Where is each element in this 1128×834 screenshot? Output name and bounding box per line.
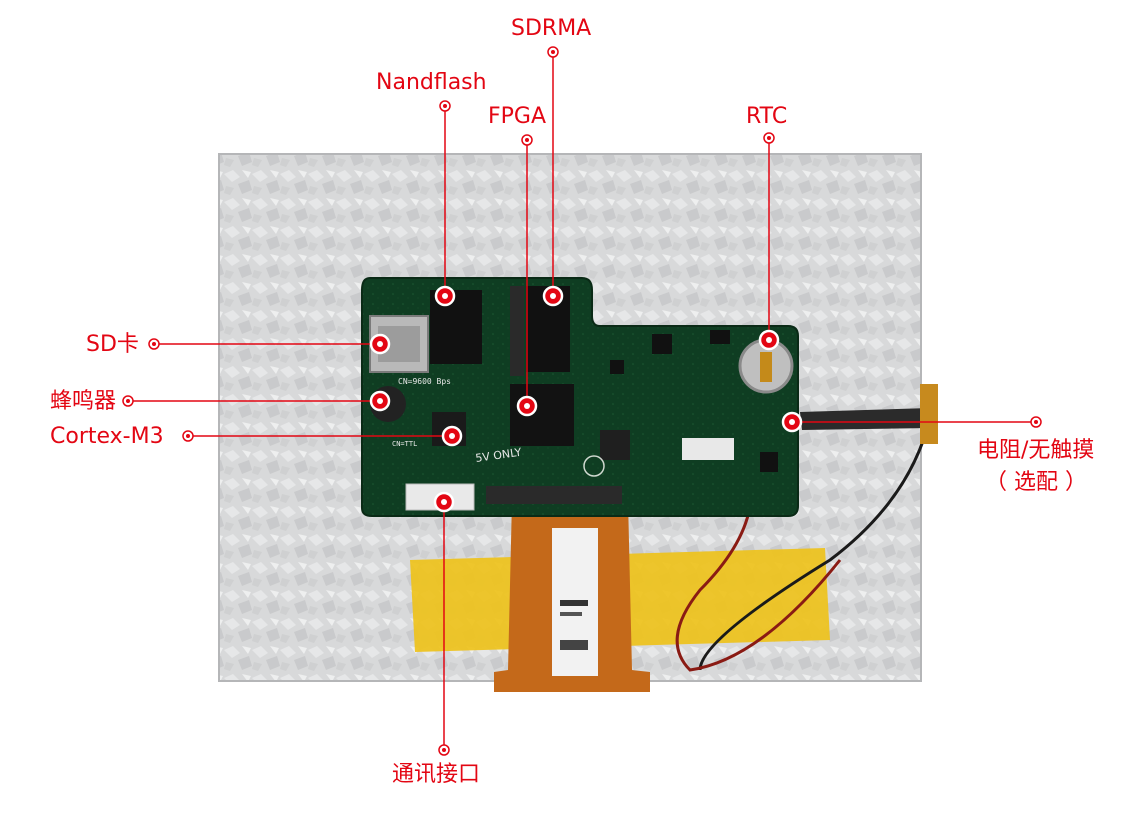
touch-ribbon (800, 408, 932, 430)
label-rtc: RTC (746, 104, 788, 129)
marker-rtc-target (758, 329, 780, 351)
marker-cortex-target (441, 425, 463, 447)
marker-sdrma-target (542, 285, 564, 307)
touch-wire-black (698, 417, 932, 671)
label-buzzer: 蜂鸣器 (50, 389, 117, 414)
touch-connector (920, 384, 938, 444)
label-nandflash: Nandflash (376, 70, 487, 95)
white-connector (682, 438, 734, 460)
label-touch-line1: 电阻/无触摸 (977, 438, 1095, 463)
silk-5v: 5V ONLY (475, 446, 523, 465)
label-fpga: FPGA (488, 104, 547, 129)
marker-sd-target (369, 333, 391, 355)
label-touch-line2: （ 选配 ） (985, 470, 1087, 495)
silk-ttl: CN=TTL (392, 440, 417, 448)
callout-lines (128, 52, 1036, 750)
marker-buzzer-target (369, 390, 391, 412)
label-comm-port: 通讯接口 (392, 762, 481, 787)
label-end-markers (122, 46, 1042, 756)
marker-comm-target (433, 491, 455, 513)
target-markers (369, 285, 803, 513)
label-cortex: Cortex-M3 (50, 424, 164, 449)
marker-touch-target (781, 411, 803, 433)
touch-wire-red (675, 454, 842, 672)
marker-nandflash-target (434, 285, 456, 307)
marker-fpga-target (516, 395, 538, 417)
silk-baud: CN=9600 Bps (398, 377, 451, 386)
fpga-chip (510, 384, 574, 446)
label-sd-card: SD卡 (86, 332, 139, 357)
label-sdrma: SDRMA (511, 16, 592, 41)
